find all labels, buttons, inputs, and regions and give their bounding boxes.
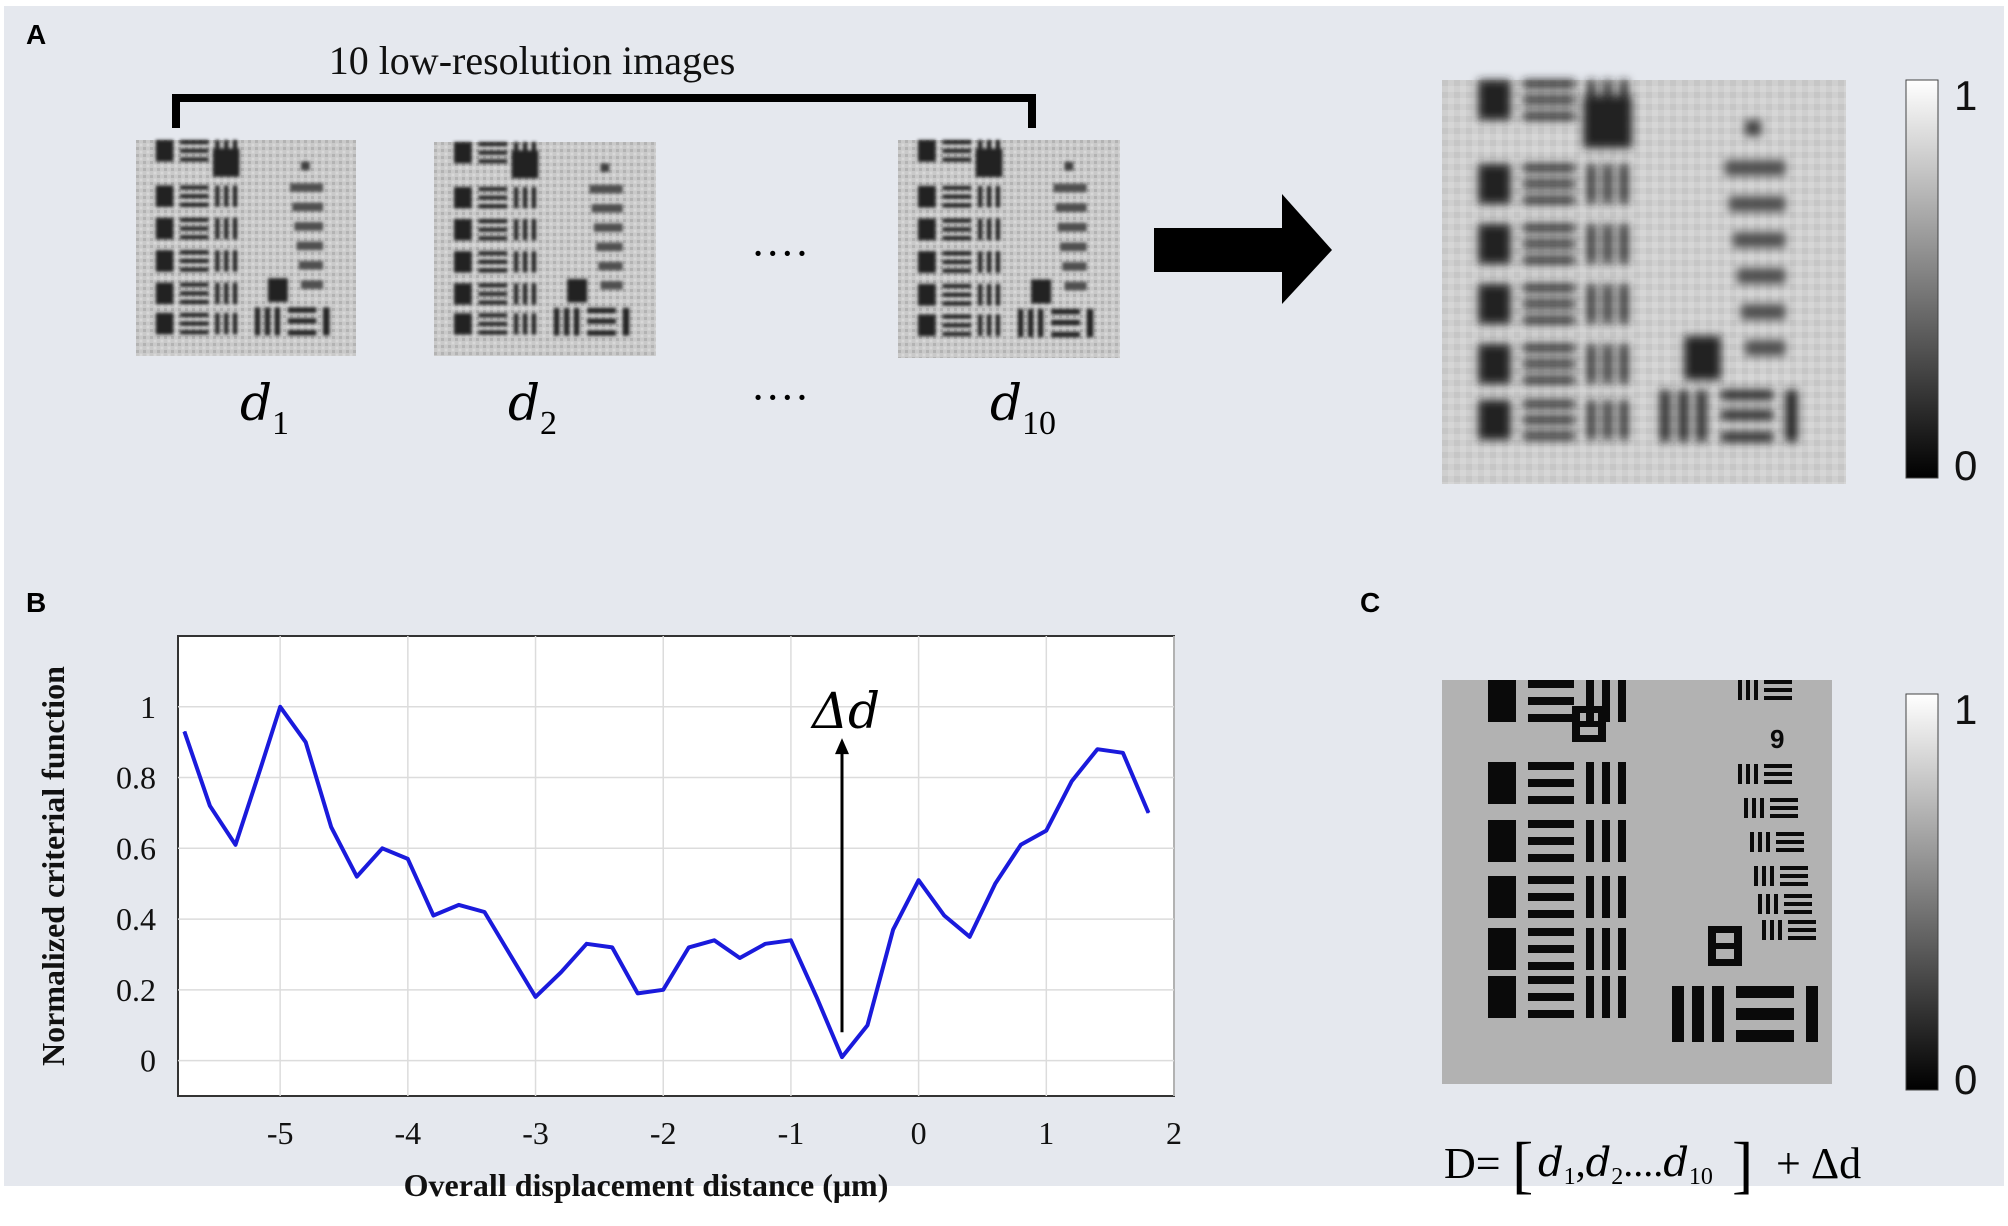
data-point	[509, 953, 511, 955]
right-arrow-icon	[1154, 194, 1332, 304]
data-point	[918, 879, 920, 881]
x-tick-labels: -5 -4 -3 -2 -1 0 1 2	[267, 1115, 1182, 1151]
data-point	[662, 989, 664, 991]
x-tick-label: 0	[911, 1115, 927, 1151]
bracket	[172, 94, 1036, 128]
y-tick-label: 0.6	[116, 830, 156, 866]
panel-label-a: A	[26, 19, 46, 50]
bracket-label: 10 low-resolution images	[329, 38, 736, 83]
low-res-image-d1	[136, 140, 356, 356]
data-point	[279, 706, 281, 708]
data-point	[305, 741, 307, 743]
x-tick-label: -2	[650, 1115, 677, 1151]
colorbar-a-max: 1	[1954, 72, 1977, 119]
low-res-image-d10	[898, 140, 1120, 358]
y-tick-label: 0	[140, 1043, 156, 1079]
data-point	[764, 943, 766, 945]
data-point	[1071, 780, 1073, 782]
x-axis-label: Overall displacement distance (μm)	[404, 1167, 889, 1203]
data-point	[1045, 830, 1047, 832]
image-label-d2: d2	[508, 374, 557, 442]
data-point	[356, 876, 358, 878]
data-point	[943, 915, 945, 917]
data-point	[560, 971, 562, 973]
image-label-d10: d10	[990, 374, 1056, 442]
image-label-d1: d1	[240, 374, 289, 442]
colorbar-a-min: 0	[1954, 442, 1977, 489]
data-point	[713, 939, 715, 941]
series-points	[183, 706, 1149, 1058]
delta-d-label: Δd	[810, 682, 880, 740]
data-point	[815, 996, 817, 998]
data-point	[381, 847, 383, 849]
x-tick-label: -5	[267, 1115, 294, 1151]
data-point	[432, 915, 434, 917]
plot-area	[177, 635, 1175, 1097]
y-axis-label: Normalized criterial function	[35, 666, 71, 1066]
formula-terms: d1,d2....d10	[1538, 1140, 1713, 1190]
data-point	[841, 1056, 843, 1058]
panel-label-c: C	[1360, 587, 1380, 618]
formula-suffix: +Δd	[1776, 1139, 1861, 1188]
formula-bracket-close: ]	[1732, 1129, 1753, 1200]
panel-label-b: B	[26, 587, 46, 618]
colorbar-a	[1905, 79, 1939, 479]
data-point	[611, 946, 613, 948]
y-tick-label: 0.8	[116, 760, 156, 796]
y-tick-labels: 0 0.2 0.4 0.6 0.8 1	[116, 689, 156, 1079]
formula-prefix: D=	[1444, 1139, 1501, 1188]
data-point	[867, 1024, 869, 1026]
ground-truth-image	[1442, 680, 1832, 1084]
data-point	[688, 946, 690, 948]
data-point	[209, 805, 211, 807]
data-point	[969, 936, 971, 938]
data-point	[260, 766, 262, 768]
data-point	[1020, 844, 1022, 846]
arrowhead-icon	[835, 738, 849, 755]
y-tick-label: 0.2	[116, 972, 156, 1008]
colorbar-c-min: 0	[1954, 1056, 1977, 1103]
data-point	[407, 858, 409, 860]
data-point	[535, 996, 537, 998]
colorbar-c-max: 1	[1954, 686, 1977, 733]
gt-top-digit: 9	[1770, 724, 1784, 754]
data-point	[892, 929, 894, 931]
y-tick-label: 1	[140, 689, 156, 725]
x-tick-label: -4	[395, 1115, 422, 1151]
data-point	[637, 992, 639, 994]
x-tick-label: -1	[778, 1115, 805, 1151]
formula: D= [ d1,d2....d10 ] +Δd	[1444, 1129, 1861, 1200]
data-point	[994, 883, 996, 885]
low-res-image-d2	[434, 142, 656, 356]
data-point	[739, 957, 741, 959]
x-tick-label: -3	[522, 1115, 549, 1151]
y-tick-label: 0.4	[116, 901, 156, 937]
line-chart: -5 -4 -3 -2 -1 0 1 2 0 0.2 0.4 0.6 0.8 1 Δd Overall …	[35, 635, 1182, 1203]
grid-lines-x	[279, 636, 1175, 1096]
data-point	[483, 911, 485, 913]
data-point	[183, 731, 185, 733]
data-point	[586, 943, 588, 945]
data-point	[234, 844, 236, 846]
data-point	[1147, 812, 1149, 814]
formula-bracket-open: [	[1512, 1129, 1533, 1200]
data-point	[458, 904, 460, 906]
data-point	[790, 939, 792, 941]
data-point	[1122, 752, 1124, 754]
data-point	[1096, 748, 1098, 750]
colorbar-c	[1905, 693, 1939, 1091]
x-tick-label: 2	[1166, 1115, 1182, 1151]
ellipsis-top: ····	[751, 229, 810, 278]
reconstructed-image	[1442, 80, 1846, 484]
x-tick-label: 1	[1038, 1115, 1054, 1151]
data-point	[330, 826, 332, 828]
ellipsis-bottom: ····	[751, 373, 810, 422]
